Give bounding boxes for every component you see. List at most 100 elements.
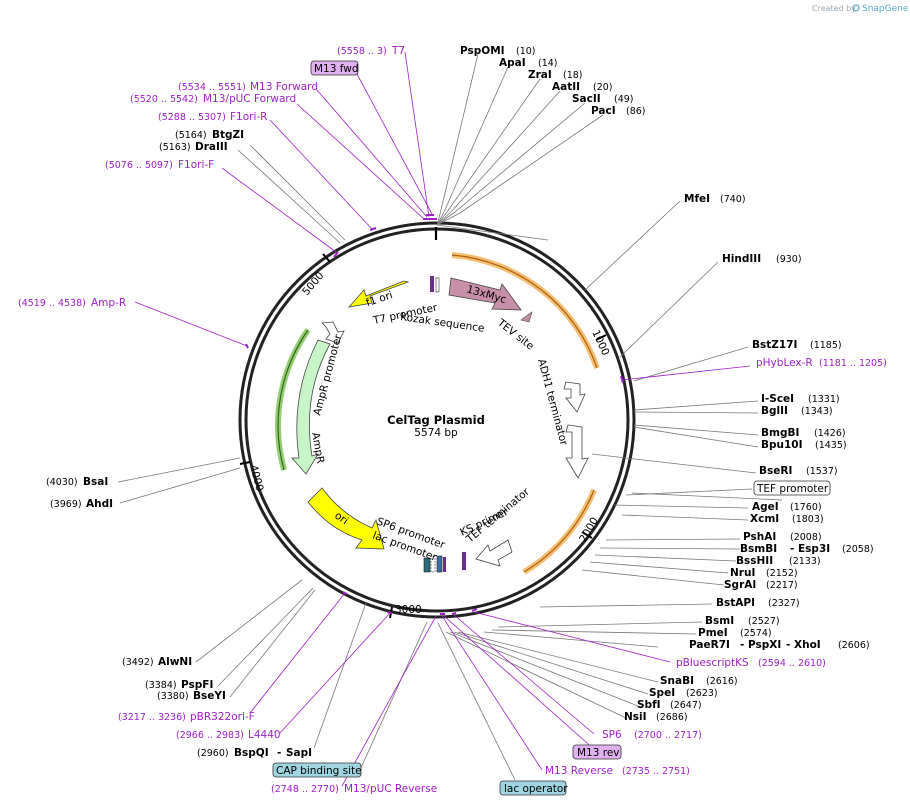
enzyme-xhoi[interactable]: XhoI bbox=[794, 639, 821, 651]
tef-terminator-label: TEF terminator bbox=[463, 485, 532, 546]
m13-fwd-label[interactable]: M13 fwd bbox=[314, 63, 359, 75]
snapgene-brand: SnapGene bbox=[862, 4, 909, 14]
enzyme-bspqi[interactable]: BspQI bbox=[234, 747, 269, 759]
orange-arc-top bbox=[451, 252, 600, 369]
enzyme-bsai[interactable]: BsaI bbox=[83, 476, 108, 488]
enzyme-sbfi[interactable]: SbfI bbox=[637, 699, 661, 711]
enzyme-bseri-pos: (1537) bbox=[806, 466, 838, 477]
enzyme-pspxi[interactable]: PspXI bbox=[748, 639, 781, 651]
enzyme-btgzi[interactable]: BtgZI bbox=[212, 129, 244, 141]
enzyme-paci[interactable]: PacI bbox=[591, 105, 616, 117]
enzyme-nrui[interactable]: NruI bbox=[730, 567, 755, 579]
primer-phyblex-r[interactable]: pHybLex-R bbox=[756, 357, 813, 369]
primer-amp-r-pos: (4519 .. 4538) bbox=[18, 298, 86, 309]
ampr-promoter-arrow bbox=[321, 321, 345, 344]
enzyme-bsmbi[interactable]: BsmBI bbox=[740, 543, 777, 555]
enzyme-bglii[interactable]: BglII bbox=[761, 405, 788, 417]
enzyme-paer7i-pos: (2606) bbox=[838, 640, 870, 651]
m13-rev-label[interactable]: M13 rev bbox=[577, 747, 620, 759]
ori-arrow bbox=[307, 487, 385, 550]
enzyme-aatii[interactable]: AatII bbox=[552, 81, 580, 93]
adh1-terminator-label: ADH1 terminator bbox=[535, 358, 570, 448]
enzyme-pspomi[interactable]: PspOMI bbox=[460, 45, 505, 57]
tick-2000 bbox=[581, 531, 593, 539]
enzyme-pshai[interactable]: PshAI bbox=[743, 531, 776, 543]
enzyme-pspfi-pos: (3384) bbox=[145, 680, 177, 691]
f1-ori-arrow bbox=[347, 280, 410, 308]
enzyme-hindiii[interactable]: HindIII bbox=[722, 253, 761, 265]
primer-pbluescriptks-pos: (2594 .. 2610) bbox=[758, 658, 826, 669]
primer-amp-r[interactable]: Amp-R bbox=[91, 297, 126, 309]
enzyme-hindiii-pos: (930) bbox=[776, 254, 802, 265]
enzyme-alwni-pos: (3492) bbox=[122, 657, 154, 668]
l4440-primer-mark bbox=[386, 611, 393, 614]
enzyme-sacii[interactable]: SacII bbox=[572, 93, 601, 105]
enzyme-spei[interactable]: SpeI bbox=[649, 687, 675, 699]
enzyme-sapi[interactable]: SapI bbox=[286, 747, 312, 759]
enzyme-draiii[interactable]: DraIII bbox=[195, 141, 228, 153]
enzyme-ahdi-pos: (3969) bbox=[50, 499, 82, 510]
enzyme-bstz17i[interactable]: BstZ17I bbox=[752, 339, 797, 351]
enzyme-bseri[interactable]: BseRI bbox=[759, 465, 792, 477]
t7-promoter-mark bbox=[430, 276, 434, 292]
enzyme-xcmi[interactable]: XcmI bbox=[750, 513, 779, 525]
tef-promoter-label[interactable]: TEF promoter bbox=[756, 483, 829, 495]
enzyme-bstapi[interactable]: BstAPI bbox=[716, 597, 755, 609]
m13-rev-box bbox=[572, 744, 622, 760]
enzyme-pspfi[interactable]: PspFI bbox=[181, 679, 213, 691]
primer-f1ori-r[interactable]: F1ori-R bbox=[230, 111, 267, 123]
primer-pbr322ori-f[interactable]: pBR322ori-F bbox=[190, 711, 255, 723]
enzyme-snabi-pos: (2616) bbox=[706, 676, 738, 687]
enzyme-draiii-pos: (5163) bbox=[159, 142, 191, 153]
created-by-text: Created by bbox=[812, 4, 856, 13]
primer-t7[interactable]: T7 bbox=[391, 45, 405, 57]
primer-m13-forward-pos: (5534 .. 5551) bbox=[178, 82, 246, 93]
primer-pbr322ori-f-pos: (3217 .. 3236) bbox=[118, 712, 186, 723]
enzyme-pmei[interactable]: PmeI bbox=[698, 627, 728, 639]
ks-primer-mark bbox=[462, 552, 466, 570]
primer-leader-lines bbox=[134, 51, 751, 787]
enzyme-ahdi[interactable]: AhdI bbox=[86, 498, 113, 510]
primer-t7-pos: (5558 .. 3) bbox=[337, 46, 387, 57]
enzyme-sgrai[interactable]: SgrAI bbox=[724, 579, 756, 591]
primer-l4440-pos: (2966 .. 2983) bbox=[176, 730, 244, 741]
enzyme-snabi[interactable]: SnaBI bbox=[660, 675, 694, 687]
primer-m13puc-reverse[interactable]: M13/pUC Reverse bbox=[344, 783, 437, 795]
enzyme-bsshii[interactable]: BssHII bbox=[736, 555, 773, 567]
primer-labels: (5558 .. 3) T7 (5534 .. 5551) M13 Forwar… bbox=[18, 45, 887, 795]
ampr-label: AmpR bbox=[309, 431, 326, 464]
enzyme-i-scei[interactable]: I-SceI bbox=[761, 393, 794, 405]
primer-sp6-pos: (2700 .. 2717) bbox=[634, 730, 702, 741]
enzyme-bsmi-pos: (2527) bbox=[748, 616, 780, 627]
primer-m13-reverse[interactable]: M13 Reverse bbox=[545, 765, 613, 777]
enzyme-bglii-pos: (1343) bbox=[801, 406, 833, 417]
enzyme-zrai[interactable]: ZraI bbox=[528, 69, 552, 81]
enzyme-bsmi[interactable]: BsmI bbox=[705, 615, 734, 627]
enzyme-bstz17i-pos: (1185) bbox=[810, 340, 842, 351]
enzyme-apai[interactable]: ApaI bbox=[499, 57, 526, 69]
tick-label-3000: 3000 bbox=[395, 604, 422, 616]
phyblex-r-primer-mark bbox=[620, 375, 624, 384]
primer-f1ori-f[interactable]: F1ori-F bbox=[178, 159, 214, 171]
enzyme-bsshii-pos: (2133) bbox=[789, 556, 821, 567]
enzyme-bmgbi[interactable]: BmgBI bbox=[761, 427, 799, 439]
primer-sp6[interactable]: SP6 bbox=[602, 729, 622, 741]
enzyme-agei[interactable]: AgeI bbox=[752, 501, 779, 513]
cap-site-label[interactable]: CAP binding site bbox=[276, 765, 362, 777]
enzyme-bpu10i[interactable]: Bpu10I bbox=[761, 439, 803, 451]
enzyme-mfei[interactable]: MfeI bbox=[684, 193, 710, 205]
primer-pbluescriptks[interactable]: pBluescriptKS bbox=[676, 657, 749, 669]
primer-l4440[interactable]: L4440 bbox=[248, 729, 281, 741]
enzyme-nsii[interactable]: NsiI bbox=[624, 711, 647, 723]
enzyme-bseyi[interactable]: BseYI bbox=[193, 690, 226, 702]
kozak-mark bbox=[435, 277, 440, 293]
enzyme-alwni[interactable]: AlwNI bbox=[158, 656, 192, 668]
lac-operator-label[interactable]: lac operator bbox=[504, 783, 568, 795]
green-arc-line bbox=[277, 329, 309, 471]
enzyme-paer7i[interactable]: PaeR7I bbox=[689, 639, 730, 651]
primer-m13-forward[interactable]: M13 Forward bbox=[250, 81, 318, 93]
primer-m13puc-forward[interactable]: M13/pUC Forward bbox=[203, 93, 296, 105]
pbluescriptks-primer-mark bbox=[471, 608, 478, 612]
enzyme-sgrai-pos: (2217) bbox=[766, 580, 798, 591]
enzyme-esp3i[interactable]: Esp3I bbox=[798, 543, 830, 555]
